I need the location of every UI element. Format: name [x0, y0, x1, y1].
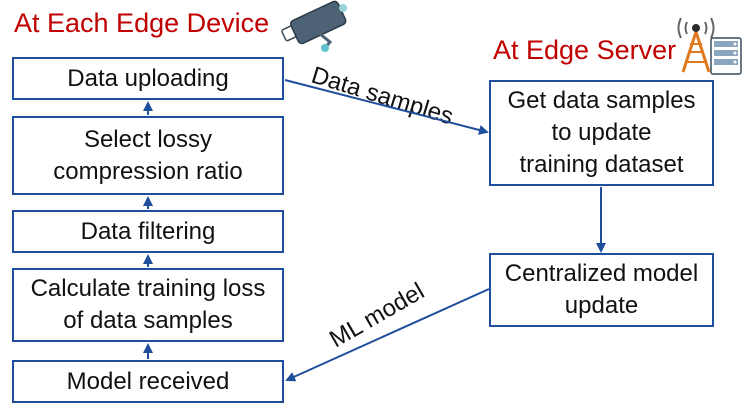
- data-filtering-label: Data filtering: [80, 217, 216, 245]
- centralized-model-update-box: Centralized model update: [489, 253, 714, 327]
- calculate-training-loss-box: Calculate training loss of data samples: [12, 268, 284, 342]
- select-compression-ratio-label: Select lossy compression ratio: [53, 125, 243, 185]
- edge-server-title: At Edge Server: [493, 35, 677, 65]
- calculate-training-loss-label: Calculate training loss of data samples: [30, 275, 266, 334]
- iot-camera-icon: [281, 0, 347, 52]
- data-uploading-box: Data uploading: [12, 57, 284, 100]
- get-data-samples-box: Get data samples to update training data…: [489, 80, 714, 186]
- arrow-ml-model: [285, 288, 490, 382]
- select-compression-ratio-box: Select lossy compression ratio: [12, 116, 284, 195]
- arrow-data-samples: [284, 79, 489, 135]
- data-filtering-box: Data filtering: [12, 210, 284, 253]
- model-received-box: Model received: [12, 360, 284, 403]
- get-data-samples-label: Get data samples to update training data…: [507, 87, 696, 178]
- cell-tower-icon: [677, 17, 715, 73]
- data-uploading-label: Data uploading: [67, 64, 229, 92]
- edge-device-title: At Each Edge Device: [14, 8, 270, 38]
- centralized-model-update-label: Centralized model update: [504, 260, 699, 319]
- server-rack-icon: [710, 37, 742, 75]
- model-received-label: Model received: [66, 367, 230, 395]
